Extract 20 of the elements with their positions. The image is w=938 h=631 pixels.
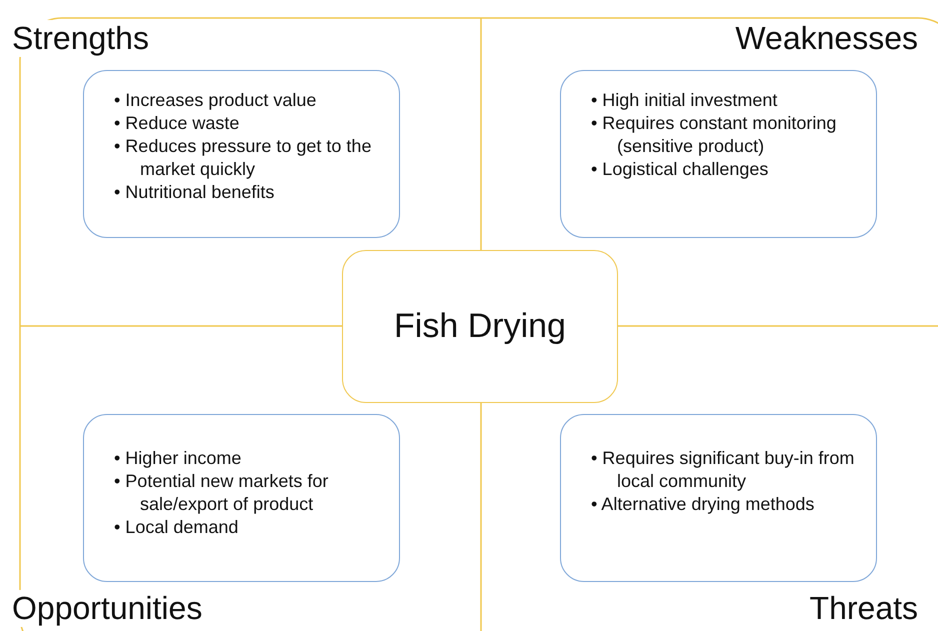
bullet-item: • Reduce waste [114,112,240,135]
bullet-item: • High initial investment [591,89,778,112]
quadrant-heading: Strengths [12,20,149,57]
bullet-item: • Nutritional benefits [114,181,276,204]
bullet-item: • Logistical challenges [591,158,770,181]
quadrant-heading: Opportunities [12,590,202,627]
bullet-list-box [560,70,877,238]
bullet-item: • Reduces pressure to get to the market quickly [114,135,372,181]
bullet-list-box [83,70,400,238]
topic-title: Fish Drying [394,307,566,346]
bullet-item: • Requires constant monitoring (sensitive product) [591,112,838,158]
bullet-item: • Higher income [114,447,242,470]
bullet-list-box [560,414,877,582]
bullet-item: • Local demand [114,516,240,539]
topic-box [342,250,618,403]
bullet-item: • Alternative drying methods [591,493,816,516]
bullet-list-box [83,414,400,582]
bullet-item: • Potential new markets for sale/export of product [114,470,330,516]
bullet-item: • Requires significant buy-in from local community [591,447,856,493]
bullet-item: • Increases product value [114,89,318,112]
